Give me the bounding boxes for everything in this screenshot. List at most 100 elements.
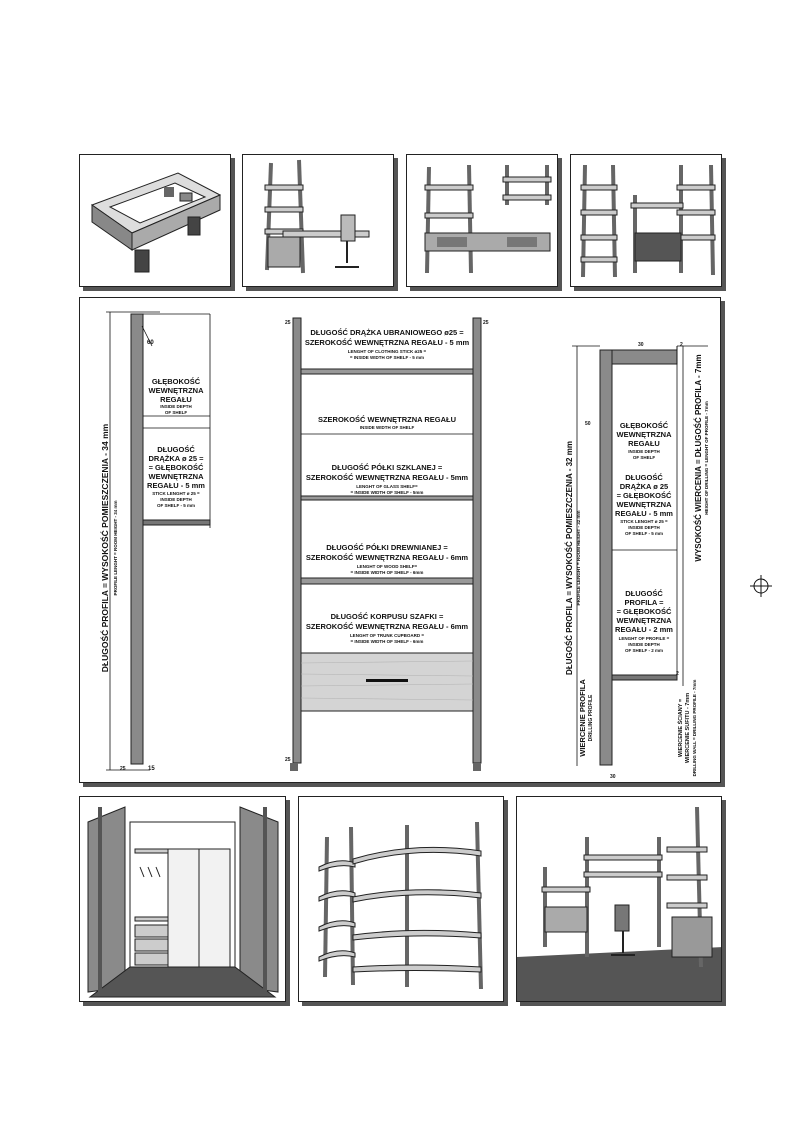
curved-shelving-panel — [298, 796, 504, 1002]
wall-drilling-label-1: WIERCENIE ŚCIANY = — [677, 699, 684, 757]
svg-text:REGAŁU - 5 mm: REGAŁU - 5 mm — [615, 509, 673, 518]
left-depth-label: GŁĘBOKOŚĆ WEWNĘTRZNA REGAŁU INSIDE DEPTH… — [149, 377, 205, 415]
svg-text:WEWNĘTRZNA: WEWNĘTRZNA — [149, 386, 205, 395]
svg-text:SZEROKOŚĆ WEWNĘTRZNA REGAŁU -: SZEROKOŚĆ WEWNĘTRZNA REGAŁU - 5 mm — [305, 338, 470, 347]
svg-text:STICK LENGHT ø 25 =: STICK LENGHT ø 25 = — [620, 519, 668, 524]
svg-text:= GŁĘBOKOŚĆ: = GŁĘBOKOŚĆ — [617, 607, 672, 616]
office-shelving-desk-icon — [517, 806, 721, 1001]
svg-text:INSIDE WIDTH OF SHELF: INSIDE WIDTH OF SHELF — [360, 425, 415, 430]
right-profile-label: DŁUGOŚĆ PROFILA = = GŁĘBOKOŚĆ WEWNĘTRZNA… — [615, 589, 673, 653]
svg-text:OF SHELF: OF SHELF — [165, 410, 188, 415]
svg-text:SZEROKOŚĆ WEWNĘTRZNA REGAŁU: SZEROKOŚĆ WEWNĘTRZNA REGAŁU — [318, 415, 456, 424]
svg-text:DRĄŻKA ø 25: DRĄŻKA ø 25 — [620, 482, 668, 491]
dim-bottom-right: 30 — [610, 774, 616, 780]
svg-text:= INSIDE WIDTH OF SHELF - 5mm: = INSIDE WIDTH OF SHELF - 5mm — [351, 490, 424, 495]
office-shelving-panel — [516, 796, 722, 1002]
dim-side-right: 50 — [585, 421, 591, 427]
svg-text:DŁUGOŚĆ PÓŁKI SZKLANEJ =: DŁUGOŚĆ PÓŁKI SZKLANEJ = — [332, 463, 443, 472]
right-unit-side-view: 30 2 50 2 30 DŁUGOŚĆ PROFILA = WYSOKOŚĆ … — [565, 342, 709, 780]
registration-mark-icon — [750, 575, 772, 597]
right-depth-label: GŁĘBOKOŚĆ WEWNĘTRZNA REGAŁU INSIDE DEPTH… — [617, 421, 673, 460]
drilling-height-label: WYSOKOŚĆ WIERCENIA = DŁUGOŚĆ PROFILA - 7… — [694, 354, 703, 561]
left-stick-label: DŁUGOŚĆ DRĄŻKA ø 25 = = GŁĘBOKOŚĆ WEWNĘT… — [147, 445, 205, 508]
svg-text:STICK LENGHT ø 25 =: STICK LENGHT ø 25 = — [152, 491, 200, 496]
svg-text:OF SHELF - 5 mm: OF SHELF - 5 mm — [625, 531, 663, 536]
svg-text:DŁUGOŚĆ PÓŁKI DREWNIANEJ =: DŁUGOŚĆ PÓŁKI DREWNIANEJ = — [326, 543, 448, 552]
svg-text:INSIDE DEPTH: INSIDE DEPTH — [160, 404, 192, 409]
dim-top-right-unit: 30 — [638, 342, 644, 348]
svg-text:LENGHT OF PROFILE =: LENGHT OF PROFILE = — [619, 636, 670, 641]
dim-top-left: 25 — [285, 320, 291, 326]
svg-text:GŁĘBOKOŚĆ: GŁĘBOKOŚĆ — [152, 377, 201, 386]
svg-text:INSIDE DEPTH: INSIDE DEPTH — [628, 525, 660, 530]
ceiling-drilling-label-en: DRILLING PROFILE — [588, 694, 594, 741]
svg-text:OF SHELF - 2 mm: OF SHELF - 2 mm — [625, 648, 663, 653]
svg-text:DŁUGOŚĆ: DŁUGOŚĆ — [625, 473, 663, 482]
svg-text:LENGHT OF WOOD SHELF=: LENGHT OF WOOD SHELF= — [357, 564, 418, 569]
svg-text:SZEROKOŚĆ WEWNĘTRZNA REGAŁU -: SZEROKOŚĆ WEWNĘTRZNA REGAŁU - 6mm — [306, 622, 469, 631]
thumbnail-ladder-desk — [242, 154, 394, 287]
curved-shelving-icon — [318, 821, 483, 990]
tv-wall-unit-icon — [424, 164, 552, 274]
svg-text:LENGHT OF CLOTHING STICK ø25 =: LENGHT OF CLOTHING STICK ø25 = — [348, 349, 427, 354]
corner-desk-unit-icon — [90, 172, 222, 273]
left-vertical-label-en: PROFILE LENGHT = ROOM HEIGHT - 34 mm — [113, 501, 118, 596]
right-stick-label: DŁUGOŚĆ DRĄŻKA ø 25 = GŁĘBOKOŚĆ WEWNĘTRZ… — [615, 473, 673, 536]
dim-top-right: 25 — [483, 320, 489, 326]
right-vertical-label-en: PROFILE LENGHT = ROOM HEIGHT - 32 mm — [576, 511, 581, 606]
svg-text:REGAŁU: REGAŁU — [160, 395, 192, 404]
clothing-stick-label: DŁUGOŚĆ DRĄŻKA UBRANIOWEGO ø25 = SZEROKO… — [305, 328, 470, 360]
walk-in-wardrobe-icon — [87, 806, 279, 998]
svg-text:SZEROKOŚĆ WEWNĘTRZNA REGAŁU -: SZEROKOŚĆ WEWNĘTRZNA REGAŁU - 6mm — [306, 553, 469, 562]
svg-text:OF SHELF - 5 mm: OF SHELF - 5 mm — [157, 503, 195, 508]
svg-text:WEWNĘTRZNA: WEWNĘTRZNA — [617, 430, 673, 439]
inside-width-label: SZEROKOŚĆ WEWNĘTRZNA REGAŁU INSIDE WIDTH… — [318, 415, 456, 430]
svg-text:INSIDE DEPTH: INSIDE DEPTH — [628, 642, 660, 647]
left-unit-side-view: 60 25 15 DŁUGOŚĆ PROFILA = WYSOKOŚĆ POMI… — [99, 311, 211, 772]
dim-mid: 2 — [676, 671, 679, 677]
center-labels: DŁUGOŚĆ DRĄŻKA UBRANIOWEGO ø25 = SZEROKO… — [305, 328, 470, 644]
svg-text:OF SHELF: OF SHELF — [633, 455, 656, 460]
svg-text:DŁUGOŚĆ: DŁUGOŚĆ — [157, 445, 195, 454]
wall-drilling-label-en: DRILLING WALL = DRILLING PROFILE - 7mm — [692, 680, 697, 777]
dim-corner: 2 — [680, 342, 683, 348]
dim-bottom: 25 — [120, 766, 126, 772]
thumbnail-corner-desk — [79, 154, 231, 287]
svg-text:= INSIDE WIDTH OF SHELF - 5 mm: = INSIDE WIDTH OF SHELF - 5 mm — [350, 355, 424, 360]
svg-text:= INSIDE WIDTH OF SHELF - 6mm: = INSIDE WIDTH OF SHELF - 6mm — [351, 639, 424, 644]
svg-text:DRĄŻKA ø 25 =: DRĄŻKA ø 25 = — [149, 454, 205, 463]
ladder-shelf-desk-icon — [264, 159, 370, 274]
svg-text:INSIDE DEPTH: INSIDE DEPTH — [160, 497, 192, 502]
svg-text:DŁUGOŚĆ DRĄŻKA UBRANIOWEGO ø25: DŁUGOŚĆ DRĄŻKA UBRANIOWEGO ø25 = — [310, 328, 464, 337]
svg-text:DŁUGOŚĆ KORPUSU SZAFKI =: DŁUGOŚĆ KORPUSU SZAFKI = — [331, 612, 444, 621]
wide-bookcase-icon — [580, 164, 716, 278]
left-vertical-label: DŁUGOŚĆ PROFILA = WYSOKOŚĆ POMIESZCZENIA… — [99, 423, 110, 672]
svg-text:= GŁĘBOKOŚĆ: = GŁĘBOKOŚĆ — [617, 491, 672, 500]
technical-drawing-panel: 60 25 15 DŁUGOŚĆ PROFILA = WYSOKOŚĆ POMI… — [79, 297, 721, 783]
svg-text:DŁUGOŚĆ: DŁUGOŚĆ — [625, 589, 663, 598]
dim-bottom-center: 25 — [285, 757, 291, 763]
svg-text:SZEROKOŚĆ WEWNĘTRZNA REGAŁU -: SZEROKOŚĆ WEWNĘTRZNA REGAŁU - 5mm — [306, 473, 469, 482]
thumbnail-wide-bookcase — [570, 154, 722, 287]
thumbnail-tv-wall — [406, 154, 558, 287]
svg-text:GŁĘBOKOŚĆ: GŁĘBOKOŚĆ — [620, 421, 669, 430]
drilling-height-label-en: HEIGHT OF DRILLING = LENGHT OF PROFILE -… — [704, 401, 709, 514]
svg-text:PROFILA =: PROFILA = — [624, 598, 664, 607]
glass-shelf-label: DŁUGOŚĆ PÓŁKI SZKLANEJ = SZEROKOŚĆ WEWNĘ… — [306, 463, 469, 495]
svg-text:= GŁĘBOKOŚĆ: = GŁĘBOKOŚĆ — [149, 463, 204, 472]
svg-text:REGAŁU - 2 mm: REGAŁU - 2 mm — [615, 625, 673, 634]
dim-side: 15 — [148, 766, 155, 772]
svg-text:REGAŁU - 5 mm: REGAŁU - 5 mm — [147, 481, 205, 490]
dim-top: 60 — [147, 340, 154, 346]
wood-shelf-label: DŁUGOŚĆ PÓŁKI DREWNIANEJ = SZEROKOŚĆ WEW… — [306, 543, 469, 575]
svg-text:REGAŁU: REGAŁU — [628, 439, 660, 448]
svg-text:LENGHT OF GLASS SHELF=: LENGHT OF GLASS SHELF= — [356, 484, 418, 489]
wall-drilling-label-2: WIERCENIE SUFITU - 7mm — [685, 693, 691, 763]
svg-text:= INSIDE WIDTH OF SHELF - 6mm: = INSIDE WIDTH OF SHELF - 6mm — [351, 570, 424, 575]
center-unit-front-view: 25 25 25 — [285, 317, 489, 771]
svg-text:WEWNĘTRZNA: WEWNĘTRZNA — [617, 500, 673, 509]
svg-text:LENGHT OF TRUNK CUPBOARD =: LENGHT OF TRUNK CUPBOARD = — [350, 633, 424, 638]
svg-text:WEWNĘTRZNA: WEWNĘTRZNA — [617, 616, 673, 625]
svg-text:INSIDE DEPTH: INSIDE DEPTH — [628, 449, 660, 454]
svg-text:WEWNĘTRZNA: WEWNĘTRZNA — [149, 472, 205, 481]
